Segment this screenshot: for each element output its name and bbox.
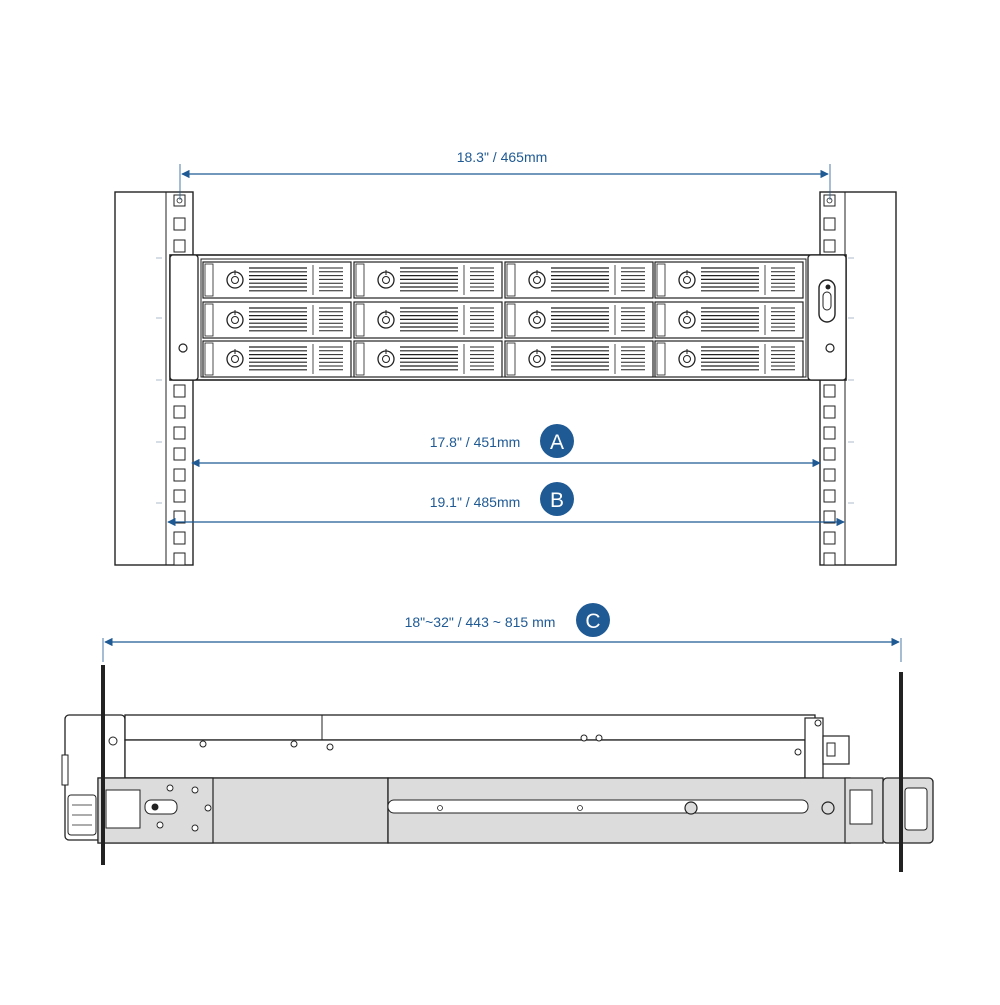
- lock-knob-icon[interactable]: [528, 270, 546, 289]
- rail-side-view: 18"~32" / 443 ~ 815 mm C: [61, 603, 934, 872]
- badge-c-icon: [576, 603, 610, 637]
- rack-hole: [823, 468, 836, 482]
- drive-bay[interactable]: [654, 261, 804, 299]
- rack-hole: [173, 217, 186, 231]
- lock-knob-icon[interactable]: [226, 310, 244, 329]
- dimension-a: 17.8" / 451mm A: [191, 424, 821, 468]
- rack-hole: [173, 510, 186, 524]
- drive-bay[interactable]: [504, 261, 654, 299]
- rack-hole: [173, 489, 186, 503]
- lock-knob-icon[interactable]: [678, 310, 696, 329]
- drive-bay[interactable]: [504, 340, 654, 378]
- rack-hole: [823, 384, 836, 398]
- rack-hole: [173, 194, 186, 207]
- rack-hole: [823, 405, 836, 419]
- rack-hole: [173, 531, 186, 545]
- drive-bay[interactable]: [353, 301, 503, 339]
- rack-hole: [823, 489, 836, 503]
- drive-bay[interactable]: [202, 340, 352, 378]
- dimension-b: 19.1" / 485mm B: [167, 482, 845, 527]
- rack-hole: [173, 239, 186, 253]
- lock-knob-icon[interactable]: [377, 349, 395, 368]
- rack-holes-right: [823, 194, 836, 566]
- lock-knob-icon[interactable]: [528, 349, 546, 368]
- dimension-c: 18"~32" / 443 ~ 815 mm C: [102, 603, 902, 662]
- drive-bay[interactable]: [353, 261, 503, 299]
- drive-bay[interactable]: [202, 301, 352, 339]
- rack-hole: [823, 239, 836, 253]
- lock-knob-icon[interactable]: [678, 270, 696, 289]
- rack-hole: [823, 510, 836, 524]
- dimension-top-label: 18.3" / 465mm: [457, 149, 548, 165]
- drive-bays: [202, 261, 804, 378]
- rack-hole: [173, 405, 186, 419]
- rack-hole: [823, 217, 836, 231]
- rack-post-front-side: [101, 665, 105, 865]
- rack-hole: [823, 426, 836, 440]
- rack-holes-left: [173, 194, 186, 566]
- drive-bay[interactable]: [654, 301, 804, 339]
- rack-hole: [173, 426, 186, 440]
- lock-knob-icon[interactable]: [226, 270, 244, 289]
- drive-bay[interactable]: [353, 340, 503, 378]
- badge-a-icon: [540, 424, 574, 458]
- server-chassis-side: [61, 714, 850, 841]
- rack-hole: [823, 447, 836, 461]
- rack-hole: [173, 447, 186, 461]
- dimension-b-label: 19.1" / 485mm: [430, 494, 521, 510]
- drive-bay[interactable]: [654, 340, 804, 378]
- rack-hole: [823, 531, 836, 545]
- rack-hole: [823, 552, 836, 566]
- dimension-c-label: 18"~32" / 443 ~ 815 mm: [405, 614, 556, 630]
- server-chassis-front: [169, 254, 847, 381]
- lock-knob-icon[interactable]: [377, 310, 395, 329]
- rack-front-view: 18.3" / 465mm 17.8" / 451mm A 19.1" / 48…: [114, 149, 897, 566]
- left-ear: [169, 254, 199, 381]
- rack-post-rear-side: [899, 672, 903, 872]
- rack-hole: [173, 384, 186, 398]
- dimension-top: 18.3" / 465mm: [179, 149, 831, 200]
- rack-hole: [173, 552, 186, 566]
- drive-bay[interactable]: [504, 301, 654, 339]
- badge-a-letter: A: [550, 431, 564, 454]
- badge-b-letter: B: [550, 489, 564, 512]
- badge-b-icon: [540, 482, 574, 516]
- slide-rail: [97, 777, 934, 844]
- dimension-a-label: 17.8" / 451mm: [430, 434, 521, 450]
- rack-hole: [173, 468, 186, 482]
- lock-knob-icon[interactable]: [377, 270, 395, 289]
- drive-bay[interactable]: [202, 261, 352, 299]
- lock-knob-icon[interactable]: [678, 349, 696, 368]
- rack-hole: [823, 194, 836, 207]
- lock-knob-icon[interactable]: [226, 349, 244, 368]
- lock-knob-icon[interactable]: [528, 310, 546, 329]
- badge-c-letter: C: [585, 610, 600, 633]
